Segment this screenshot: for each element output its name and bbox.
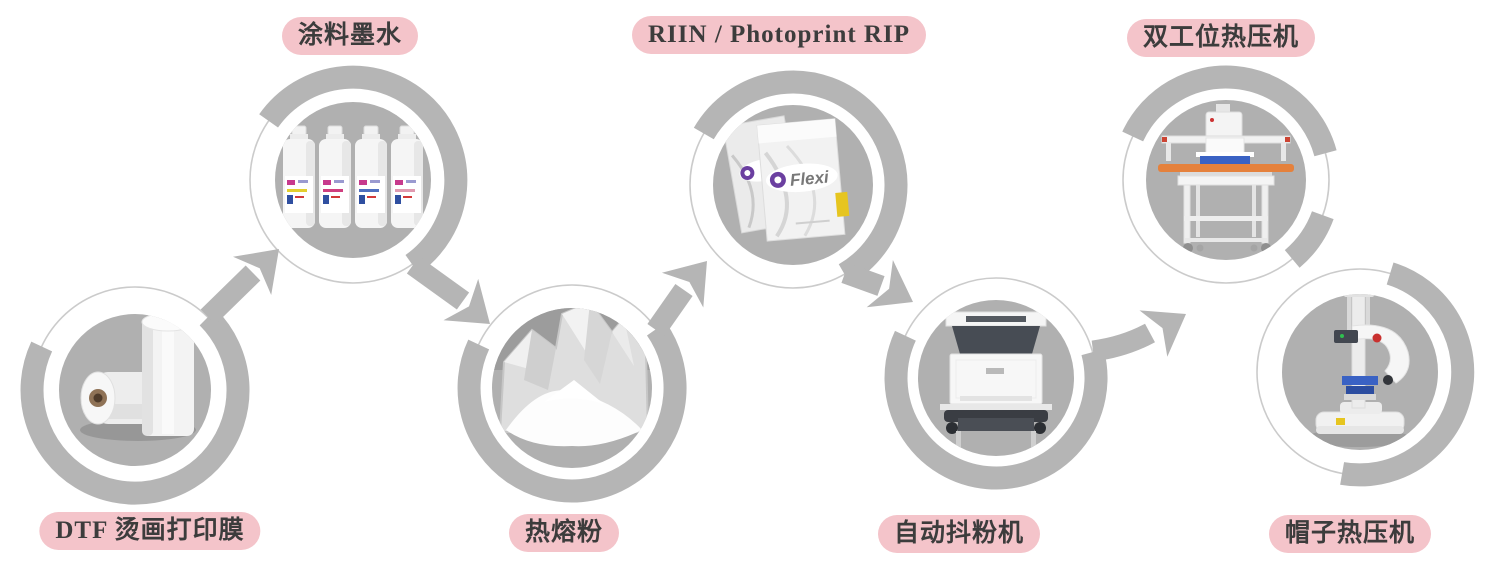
node-cap-press — [1256, 262, 1475, 487]
flow-arrow-shaft — [200, 265, 261, 325]
flow-arrow-head — [661, 261, 707, 308]
node-arc — [259, 65, 468, 274]
ink-bottles-photo — [283, 125, 423, 228]
node-arc — [884, 330, 1108, 490]
node-arc — [457, 322, 687, 503]
node-dual-station-press — [1122, 65, 1337, 284]
node-arc — [1340, 262, 1475, 487]
label-powder-shaker: 自动抖粉机 — [877, 515, 1041, 553]
node-powder-shaker — [884, 277, 1108, 490]
node-arc — [1284, 210, 1334, 268]
node-rip-software: Flexi — [689, 70, 908, 289]
flow-arrow-shaft — [1091, 323, 1155, 362]
flow-arrow-shaft — [647, 283, 693, 337]
label-rip-software: RIIN / Photoprint RIP — [632, 16, 926, 54]
label-hot-melt-powder: 热熔粉 — [508, 514, 620, 552]
rip-software-boxes-photo: Flexi — [722, 115, 850, 242]
node-arc — [693, 70, 908, 285]
label-dual-station-press: 双工位热压机 — [1126, 19, 1316, 57]
flow-arrow-shaft — [841, 263, 885, 296]
label-coating-ink: 涂料墨水 — [281, 17, 419, 55]
node-arc — [20, 309, 250, 505]
node-hot-melt-powder — [457, 284, 687, 503]
powder-bag-photo — [492, 308, 652, 447]
cap-heat-press-photo — [1306, 294, 1410, 447]
dual-station-heat-press-photo — [1158, 104, 1294, 253]
label-cap-press: 帽子热压机 — [1268, 515, 1432, 553]
node-dtf-film — [20, 286, 250, 505]
flow-arrow-head — [233, 249, 279, 295]
flow-arrow-shaft — [406, 256, 470, 310]
flow-arrow-head — [1139, 310, 1186, 357]
node-arc — [1122, 65, 1337, 157]
flexi-logo-text: Flexi — [789, 167, 831, 189]
label-dtf-film: DTF 烫画打印膜 — [39, 512, 261, 550]
flow-arrows — [200, 249, 1186, 362]
node-coating-ink — [249, 65, 468, 284]
flow-arrow-head — [866, 260, 913, 308]
powder-shaker-machine-photo — [940, 311, 1052, 453]
flow-arrow-head — [443, 278, 490, 324]
